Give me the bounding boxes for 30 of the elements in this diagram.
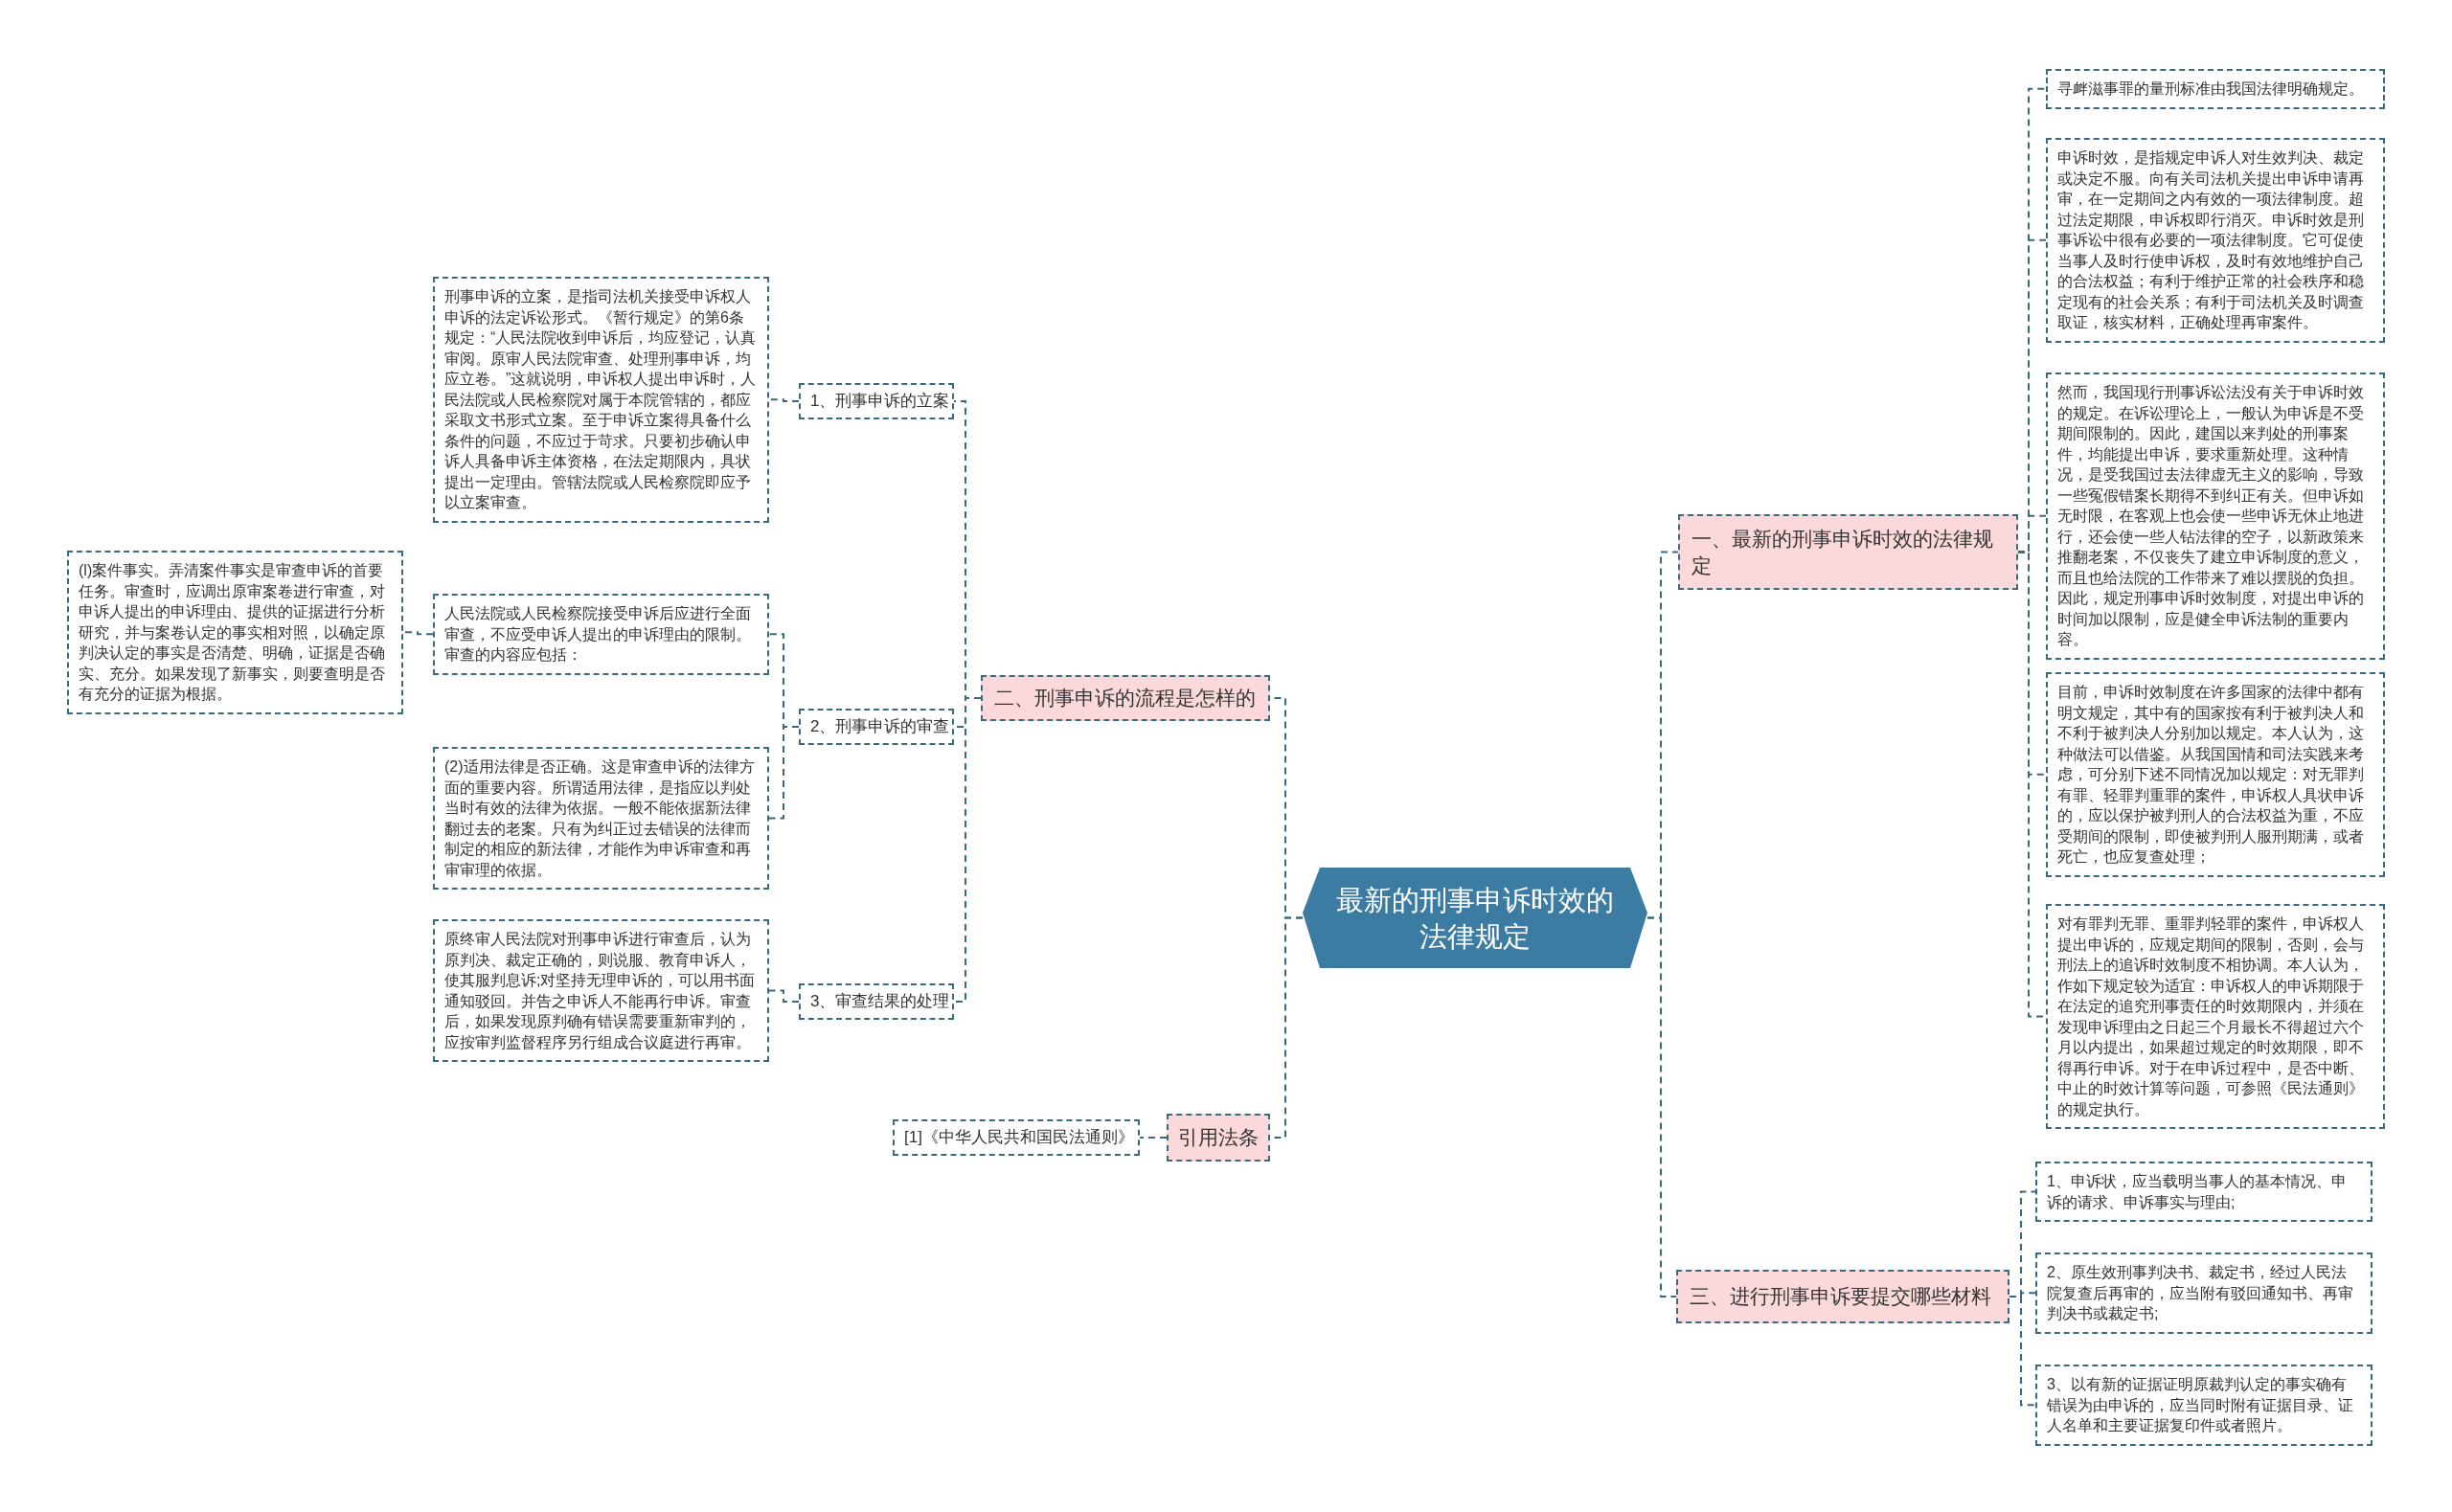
text-box: 人民法院或人民检察院接受申诉后应进行全面审查，不应受申诉人提出的申诉理由的限制。审查的内容应包括： bbox=[433, 594, 769, 675]
text-box: 然而，我国现行刑事诉讼法没有关于申诉时效的规定。在诉讼理论上，一般认为申诉是不受期间限制的。因此，建国以来判处的刑事案件，均能提出申诉，要求重新处理。这种情况，是受我国过去法律虚无主义的影响，导致一些冤假错案长期得不到纠正有关。但申诉如无时限，在客观上也会使一些申诉无休止地进行，还会使一些人钻法律的空子，以新政策来推翻老案，不仅丧失了建立申诉制度的意义，而且也给法院的工作带来了难以摆脱的负担。因此，规定刑事申诉时效制度，对提出申诉的时间加以限制，应是健全申诉法制的重要内容。 bbox=[2046, 372, 2385, 660]
text-box: (2)适用法律是否正确。这是审查申诉的法律方面的重要内容。所谓适用法律，是指应以判处当时有效的法律为依据。一般不能依据新法律翻过去的老案。只有为纠正过去错误的法律而制定的相应的新法律，才能作为申诉审查和再审审理的依据。 bbox=[433, 747, 769, 890]
text-box: 1、申诉状，应当载明当事人的基本情况、申诉的请求、申诉事实与理由; bbox=[2035, 1162, 2373, 1222]
connector bbox=[402, 631, 434, 636]
text-box: 对有罪判无罪、重罪判轻罪的案件，申诉权人提出申诉的，应规定期间的限制，否则，会与刑法上的追诉时效制度不相协调。本人认为，作如下规定较为适宜：申诉权人的申诉期限于在法定的追究刑事责任的时效期限内，并须在发现申诉理由之日起三个月最长不得超过六个月以内提出，如果超过规定的时效期限，即不得再行申诉。对于在申诉过程中，是否中断、中止的时效计算等问题，可参照《民法通则》的规定执行。 bbox=[2046, 904, 2385, 1129]
text-box: 刑事申诉的立案，是指司法机关接受申诉权人申诉的法定诉讼形式。《暂行规定》的第6条规定：“人民法院收到申诉后，均应登记，认真审阅。原审人民法院审查、处理刑事申诉，均应立卷。”这就说明，申诉权人提出申诉时，人民法院或人民检察院对属于本院管辖的，都应采取文书形式立案。至于申诉立案得具备什么条件的问题，不应过于苛求。只要初步确认申诉人具备申诉主体资格，在法定期限内，具状提出一定理由。管辖法院或人民检察院即应予以立案审查。 bbox=[433, 277, 769, 523]
topic-box: 二、刑事申诉的流程是怎样的 bbox=[981, 675, 1270, 721]
connector bbox=[768, 989, 800, 1003]
connector bbox=[1646, 916, 1677, 1298]
central-topic: 最新的刑事申诉时效的法律规定 bbox=[1303, 868, 1647, 968]
connector bbox=[768, 398, 800, 402]
text-box: 目前，申诉时效制度在许多国家的法律中都有明文规定，其中有的国家按有利于被判决人和不利于被判决人分别加以规定。本人认为，这种做法可以借鉴。从我国国情和司法实践来考虑，可分别下述不同情况加以规定：对无罪判有罪、轻罪判重罪的案件，申诉权人具状申诉的，应以保护被判刑人的合法权益为重，不应受期间的限制，即使被判刑人服刑期满，或者死亡，也应复查处理； bbox=[2046, 672, 2385, 877]
text-box: 3、以有新的证据证明原裁判认定的事实确有错误为由申诉的，应当同时附有证据目录、证人名单和主要证据复印件或者照片。 bbox=[2035, 1365, 2373, 1446]
text-box: 申诉时效，是指规定申诉人对生效判决、裁定或决定不服。向有关司法机关提出申诉申请再审，在一定期间之内有效的一项法律制度。超过法定期限，申诉权即行消灭。申诉时效是刑事诉讼中很有必要的一项法律制度。它可促使当事人及时行使申诉权，及时有效地维护自己的合法权益；有利于维护正常的社会秩序和稳定现有的社会关系；有利于司法机关及时调查取证，核实材料，正确处理再审案件。 bbox=[2046, 138, 2385, 343]
connector bbox=[1139, 1137, 1168, 1139]
subtopic-box: 2、刑事申诉的审查 bbox=[799, 709, 954, 745]
topic-box: 引用法条 bbox=[1167, 1114, 1270, 1162]
subtopic-box: 1、刑事申诉的立案 bbox=[799, 383, 954, 419]
topic-box: 三、进行刑事申诉要提交哪些材料 bbox=[1676, 1270, 2009, 1323]
connector bbox=[953, 697, 982, 1003]
subtopic-box: [1]《中华人民共和国民法通则》 bbox=[893, 1119, 1140, 1156]
text-box: (l)案件事实。弄清案件事实是审查申诉的首要任务。审查时，应调出原审案卷进行审查，对申诉人提出的申诉理由、提供的证据进行分析研究，并与案卷认定的事实相对照，以确定原判决认定的事实是否清楚、明确，证据是否确实、充分。如果发现了新事实，则要查明是否有充分的证据为根据。 bbox=[67, 551, 403, 714]
connector bbox=[2009, 1296, 2036, 1407]
text-box: 寻衅滋事罪的量刑标准由我国法律明确规定。 bbox=[2046, 69, 2385, 109]
topic-box: 一、最新的刑事申诉时效的法律规定 bbox=[1678, 514, 2018, 590]
connector bbox=[768, 726, 800, 820]
text-box: 原终审人民法院对刑事申诉进行审查后，认为原判决、裁定正确的，则说服、教育申诉人，使其服判息诉;对坚持无理申诉的，可以用书面通知驳回。并告之申诉人不能再行申诉。审查后，如果发现原判确有错误需要重新审判的，应按审判监督程序另行组成合议庭进行再审。 bbox=[433, 919, 769, 1062]
subtopic-box: 3、审查结果的处理 bbox=[799, 983, 954, 1020]
text-box: 2、原生效刑事判决书、裁定书，经过人民法院复查后再审的，应当附有驳回通知书、再审判决书或裁定书; bbox=[2035, 1252, 2373, 1334]
